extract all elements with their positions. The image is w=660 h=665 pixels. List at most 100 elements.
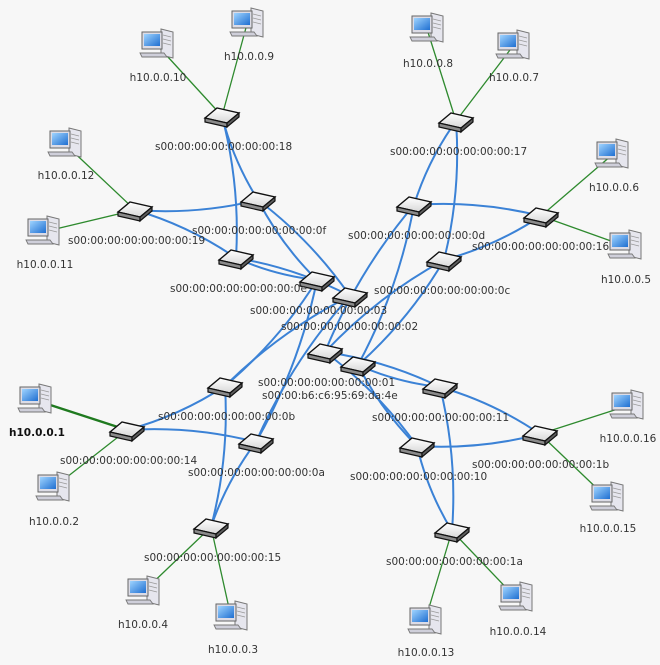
switch-label-s0a: s00:00:00:00:00:00:00:0a (188, 467, 325, 479)
switch-link-s18-s0e (221, 115, 238, 259)
host-label-h11: h10.0.0.11 (17, 259, 74, 271)
switch-link-s17-s0c (443, 120, 459, 261)
host-label-h3: h10.0.0.3 (208, 644, 258, 656)
switch-link-s18-s0f (221, 115, 259, 201)
switch-label-s0e: s00:00:00:00:00:00:00:0e (170, 283, 307, 295)
switch-label-s1a: s00:00:00:00:00:00:00:1a (386, 556, 523, 568)
switch-link-s15-s0a (210, 441, 257, 528)
switch-link-s0c-sb6 (357, 259, 445, 366)
host-label-h8: h10.0.0.8 (403, 58, 453, 70)
switch-link-s0a-s03 (255, 279, 318, 443)
switch-s14[interactable] (108, 421, 146, 443)
switch-link-s14-s0a (126, 428, 257, 443)
switch-link-s1b-s10 (416, 433, 541, 448)
computer-icon-h2[interactable] (35, 471, 70, 502)
host-link-h9-s18 (221, 23, 248, 117)
switch-label-s19: s00:00:00:00:00:00:00:19 (68, 235, 205, 247)
switch-label-s16: s00:00:00:00:00:00:00:16 (472, 241, 609, 253)
host-label-h4: h10.0.0.4 (118, 619, 168, 631)
computer-icon-h11[interactable] (25, 215, 60, 246)
computer-icon-h1[interactable] (17, 383, 52, 414)
switch-label-s01: s00:00:00:00:00:00:00:01 (258, 377, 395, 389)
switch-s03[interactable] (298, 271, 336, 293)
switch-link-s17-s0d (413, 120, 457, 206)
host-link-h7-s17 (455, 45, 514, 122)
switch-s19[interactable] (116, 201, 154, 223)
switch-link-s1a-s11 (439, 386, 455, 532)
switch-s0b[interactable] (206, 377, 244, 399)
switch-link-s1a-s10 (416, 445, 453, 532)
switch-label-s0b: s00:00:00:00:00:00:00:0b (158, 411, 295, 423)
switch-label-s0f: s00:00:00:00:00:00:00:0f (192, 225, 326, 237)
switch-label-s03: s00:00:00:00:00:00:00:03 (250, 305, 387, 317)
computer-icon-h12[interactable] (47, 127, 82, 158)
host-label-h7: h10.0.0.7 (489, 72, 539, 84)
computer-icon-h8[interactable] (409, 12, 444, 43)
switch-s18[interactable] (203, 107, 241, 129)
switch-label-s18: s00:00:00:00:00:00:00:18 (155, 141, 292, 153)
host-label-h9: h10.0.0.9 (224, 51, 274, 63)
computer-icon-h7[interactable] (495, 29, 530, 60)
switch-s0a[interactable] (237, 433, 275, 455)
switch-label-sb6: s00:00:b6:c6:95:69:da:4e (262, 390, 398, 402)
switch-label-s1b: s00:00:00:00:00:00:00:1b (472, 459, 609, 471)
host-label-h13: h10.0.0.13 (398, 647, 455, 659)
switch-link-s0c-s01 (324, 259, 445, 353)
host-link-h3-s15 (210, 526, 232, 618)
switch-link-s1b-s11 (439, 386, 541, 435)
host-label-h16: h10.0.0.16 (600, 433, 657, 445)
computer-icon-h5[interactable] (607, 229, 642, 260)
switch-link-s0a-s02 (255, 295, 351, 443)
host-link-h16-s1b (539, 405, 628, 435)
switch-link-s0d-sb6 (357, 204, 415, 366)
switch-s17[interactable] (437, 112, 475, 134)
host-label-h10: h10.0.0.10 (130, 72, 187, 84)
switch-s1b[interactable] (521, 425, 559, 447)
switch-label-s14: s00:00:00:00:00:00:00:14 (60, 455, 197, 467)
host-label-h14: h10.0.0.14 (490, 626, 547, 638)
computer-icon-h3[interactable] (213, 600, 248, 631)
switch-s0d[interactable] (395, 196, 433, 218)
host-link-h8-s17 (426, 28, 457, 122)
switch-label-s0c: s00:00:00:00:00:00:00:0c (374, 285, 510, 297)
switch-s0e[interactable] (217, 249, 255, 271)
computer-icon-h13[interactable] (407, 604, 442, 635)
computer-icon-h6[interactable] (594, 138, 629, 169)
switch-label-s15: s00:00:00:00:00:00:00:15 (144, 552, 281, 564)
switch-link-s15-s0b (210, 385, 227, 528)
switch-label-s10: s00:00:00:00:00:00:00:10 (350, 471, 487, 483)
switch-s1a[interactable] (433, 522, 471, 544)
switch-link-s0f-s03 (257, 199, 318, 281)
host-label-h5: h10.0.0.5 (601, 274, 651, 286)
switch-sb6[interactable] (339, 356, 377, 378)
switch-s02[interactable] (331, 287, 369, 309)
switch-link-s16-s0d (413, 202, 542, 217)
switch-s01[interactable] (306, 343, 344, 365)
switch-label-s17: s00:00:00:00:00:00:00:17 (390, 146, 527, 158)
computer-icon-h4[interactable] (125, 575, 160, 606)
switch-link-s0d-s01 (324, 204, 415, 353)
computer-icon-h9[interactable] (229, 7, 264, 38)
switch-link-s0b-s02 (224, 295, 351, 387)
switch-s0f[interactable] (239, 191, 277, 213)
switch-link-s19-s0f (134, 199, 259, 213)
computer-icon-h10[interactable] (139, 28, 174, 59)
switch-s11[interactable] (421, 378, 459, 400)
computer-icon-h14[interactable] (498, 581, 533, 612)
switch-label-s0d: s00:00:00:00:00:00:00:0d (348, 230, 485, 242)
switch-s15[interactable] (192, 518, 230, 540)
host-label-h2: h10.0.0.2 (29, 516, 79, 528)
switch-label-s11: s00:00:00:00:00:00:00:11 (372, 412, 509, 424)
host-label-h6: h10.0.0.6 (589, 182, 639, 194)
host-label-h1: h10.0.0.1 (9, 427, 65, 439)
host-label-h12: h10.0.0.12 (38, 170, 95, 182)
switch-label-s02: s00:00:00:00:00:00:00:02 (281, 321, 418, 333)
computer-icon-h15[interactable] (589, 481, 624, 512)
switch-s16[interactable] (522, 207, 560, 229)
switch-s10[interactable] (398, 437, 436, 459)
host-label-h15: h10.0.0.15 (580, 523, 637, 535)
switch-s0c[interactable] (425, 251, 463, 273)
computer-icon-h16[interactable] (609, 389, 644, 420)
